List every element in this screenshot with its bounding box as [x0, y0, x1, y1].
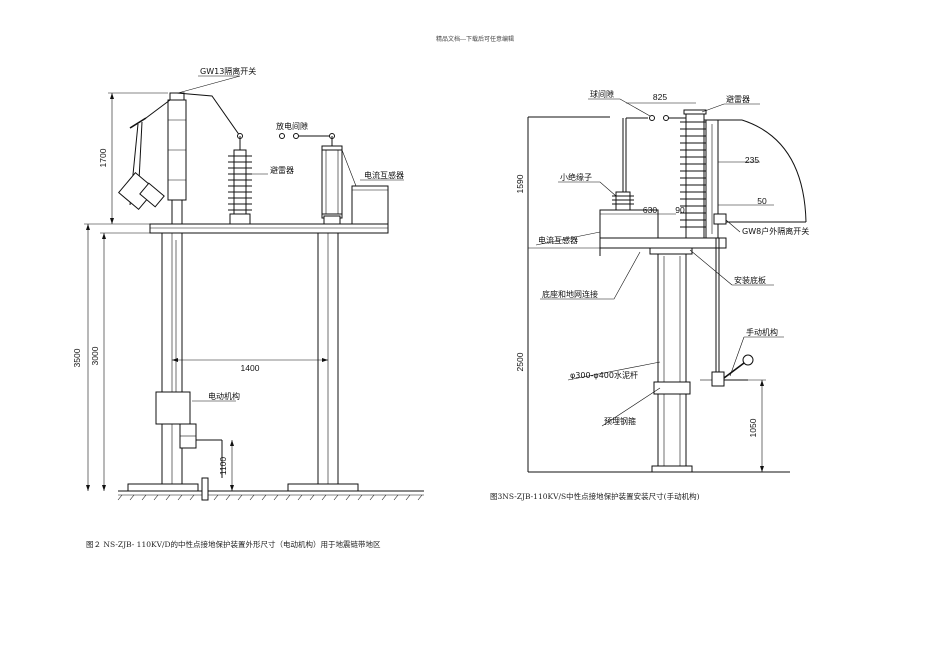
fig3-label-pole: φ300-φ400水泥杆 [570, 370, 638, 380]
fig3-label-small-insulator: 小绝缘子 [560, 172, 592, 182]
fig3-label-mount-plate: 安装底板 [734, 275, 766, 285]
fig2-dim-1100: 1100 [218, 440, 234, 491]
fig3-dim-1590-label: 1590 [515, 174, 525, 193]
fig2-dim-3000-label: 3000 [90, 346, 100, 365]
fig3-dim-825-label: 825 [653, 92, 667, 102]
fig3-operating-rod [715, 238, 720, 372]
fig2-label-ct: 电流互感器 [364, 170, 404, 180]
fig3-dim-90-label: 90 [675, 205, 685, 215]
fig3-label-ball-gap: 球间隙 [590, 89, 614, 99]
fig2-motor-mechanism [155, 391, 223, 478]
fig2-dim-1100-label: 1100 [218, 457, 228, 476]
fig3-dim-1050-label: 1050 [748, 418, 758, 437]
fig2-dim-3500: 3500 [72, 223, 150, 491]
fig2-platform [149, 223, 389, 234]
fig2-caption: 图２ NS-ZJB- 110KV/D的中性点接地保护装置外形尺寸（电动机构）用于… [86, 539, 381, 549]
fig3-label-ct: 电流互感器 [538, 235, 578, 245]
fig2-arrester [228, 149, 252, 225]
fig2-dim-3000: 3000 [90, 232, 162, 491]
fig2-lead-wire [176, 92, 335, 150]
fig3-dim-1590: 1590 [515, 117, 529, 248]
fig2-current-transformer [351, 185, 389, 225]
fig2-label-arrester: 避雷器 [270, 165, 294, 175]
fig3-manual-mechanism [700, 354, 754, 387]
fig2-left-foundation [127, 483, 199, 492]
fig3-dim-50-label: 50 [757, 196, 767, 206]
fig3-mount-plate [599, 237, 727, 255]
fig3-dim-50: 50 [718, 196, 774, 206]
fig2-right-column [317, 232, 339, 485]
fig3-dim-2500-label: 2500 [515, 352, 525, 371]
fig3-dim-2500: 2500 [515, 352, 525, 371]
fig3-ball-gap [626, 115, 686, 121]
fig2-dim-1400: 1400 [172, 358, 328, 373]
fig2-label-motor: 电动机构 [208, 391, 240, 401]
fig2-right-foundation [287, 483, 359, 492]
fig3-label-arrester: 避雷器 [726, 94, 750, 104]
page-header: 精品文档---下载后可任意编辑 [436, 35, 514, 43]
fig3-dim-825: 825 [626, 92, 696, 104]
fig3-disconnector [704, 119, 807, 239]
fig3-label-manual: 手动机构 [746, 327, 778, 337]
fig3-dim-90: 90 [675, 205, 685, 215]
fig2-dim-1700: 1700 [98, 92, 168, 224]
fig3-dim-630-label: 630 [643, 205, 657, 215]
fig3-arrester [680, 109, 710, 239]
fig2-label-switch: GW13隔离开关 [200, 66, 256, 76]
fig3-caption: 图3NS-ZJB-110KV/S中性点接地保护装置安装尺寸(手动机构) [490, 491, 700, 501]
fig2-ground [117, 477, 424, 501]
fig3-label-embed: 预埋钢箍 [604, 416, 636, 426]
fig3-small-insulator [612, 118, 634, 211]
fig2-label-gap: 放电间隙 [276, 121, 308, 131]
fig2-dim-1700-label: 1700 [98, 148, 108, 167]
figure-2: GW13隔离开关 放电间隙 避雷器 电流互感器 电动机构 1700 3500 [72, 66, 424, 549]
fig3-dim-630: 630 [600, 205, 676, 215]
fig3-label-base-ground: 底座和地网连接 [542, 289, 598, 299]
fig2-dim-1400-label: 1400 [241, 363, 260, 373]
fig2-left-column [161, 232, 183, 485]
fig2-dim-3500-label: 3500 [72, 348, 82, 367]
fig3-label-switch: GW8户外隔离开关 [742, 226, 809, 236]
fig3-current-transformer [599, 209, 659, 239]
fig2-gap-column [321, 145, 357, 225]
fig3-dim-235: 235 [718, 155, 760, 165]
fig3-pole [651, 251, 693, 473]
fig3-dim-235-label: 235 [745, 155, 759, 165]
fig3-dim-1050: 1050 [748, 379, 766, 472]
figure-3: 球间隙 避雷器 小绝缘子 电流互感器 底座和地网连接 安装底板 GW8户外隔离开… [490, 89, 809, 501]
fig2-disconnector [117, 92, 187, 225]
